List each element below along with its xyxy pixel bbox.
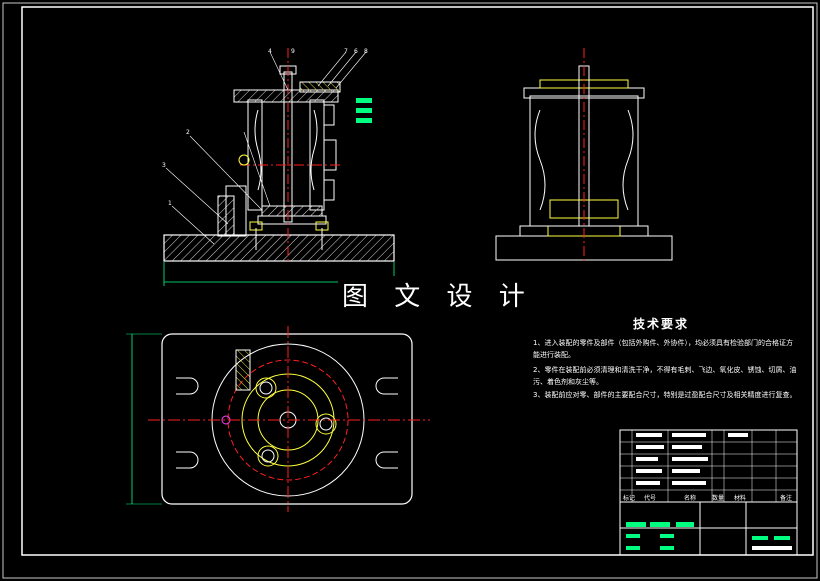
balloon-label: 2 [186,129,190,136]
title-block [619,429,798,556]
balloon-label: 8 [364,48,368,55]
title-block-label: 标记 [623,495,636,502]
front-view [163,48,395,286]
top-view [126,326,430,512]
balloon-label: 1 [168,200,172,207]
requirement-item: 1、进入装配的零件及部件（包括外购件、外协件），均必须具有检验部门的合格证方能进… [533,339,793,359]
inner-border [21,6,814,556]
title-block-label: 代号 [644,495,657,502]
balloon-label: 4 [268,48,272,55]
title-block-label: 名称 [684,495,697,502]
technical-requirements-title: 技术要求 [633,317,690,331]
requirement-item: 2、零件在装配前必须清理和清洗干净，不得有毛刺、飞边、氧化皮、锈蚀、切屑、油污、… [533,366,797,386]
title-block-label: 备注 [780,495,793,502]
watermark-text: 图 文 设 计 [338,276,538,313]
requirement-item: 3、装配前应对零、部件的主要配合尺寸，特别是过盈配合尺寸及相关精度进行复查。 [533,391,797,399]
balloon-label: 9 [291,48,295,55]
title-block-label: 数量 [712,495,725,502]
balloon-label: 3 [162,162,166,169]
side-view [495,48,673,262]
balloon-label: 6 [354,48,358,55]
title-block-label: 材料 [734,495,747,502]
balloon-label: 7 [344,48,348,55]
